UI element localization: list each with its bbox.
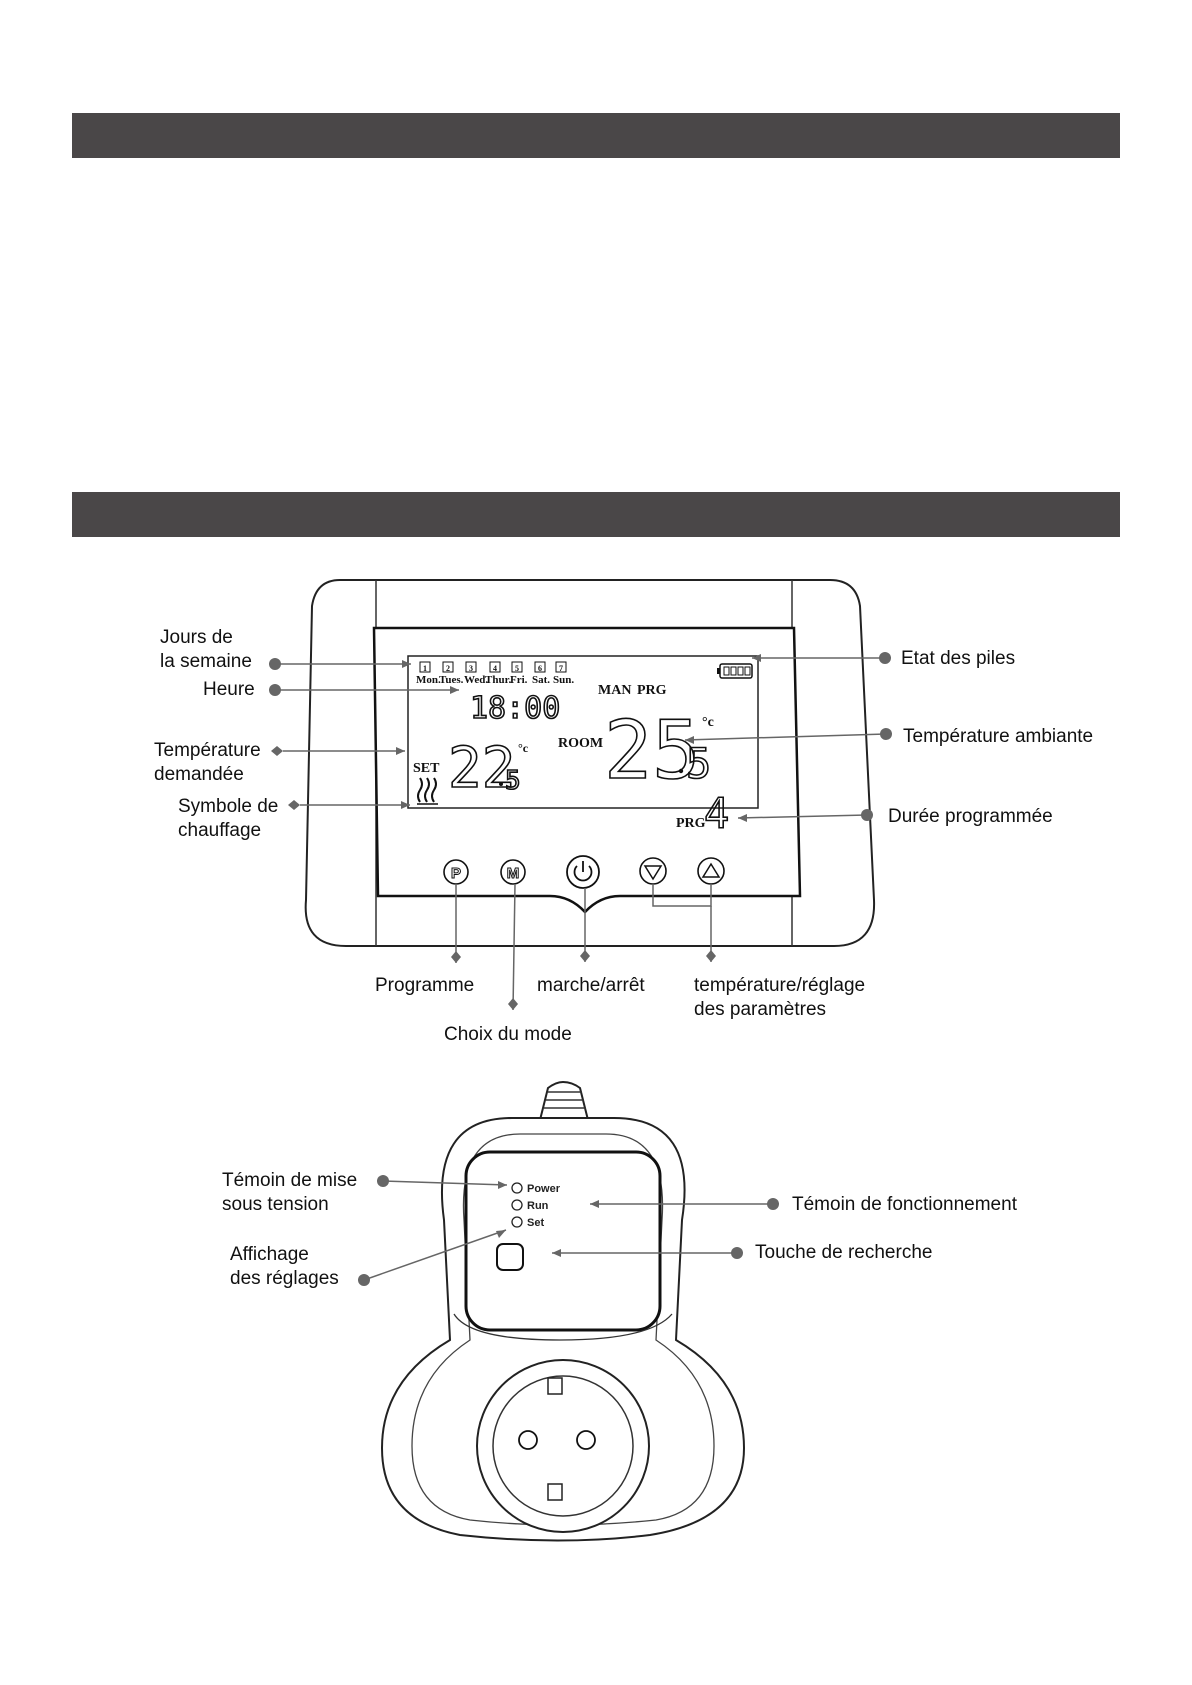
label-settings-display: Affichage des réglages	[230, 1244, 339, 1289]
down-arrow-icon	[643, 865, 663, 881]
label-temperature-parameters: température/réglage des paramètres	[694, 975, 866, 1020]
battery-icon	[717, 663, 753, 679]
day-number-5: 5	[515, 664, 519, 673]
plug-device: Power Run Set	[380, 1080, 746, 1542]
power-icon	[573, 865, 593, 882]
lcd-room-temp-decimal: 5	[686, 739, 711, 788]
label-power-indicator: Témoin de mise sous tension	[222, 1170, 358, 1215]
led-set	[511, 1216, 523, 1228]
label-program: Programme	[375, 975, 475, 996]
label-heating-symbol: Symbole de chauffage	[178, 796, 279, 841]
day-fri: Fri.	[510, 674, 528, 686]
label-on-off: marche/arrêt	[537, 975, 645, 996]
label-search-button: Touche de recherche	[755, 1242, 933, 1263]
program-button-label: P	[451, 865, 461, 882]
day-number-7: 7	[559, 664, 563, 673]
label-clock: Heure	[203, 679, 255, 700]
socket-hole-left	[518, 1430, 538, 1450]
lcd-room-label: ROOM	[558, 736, 603, 751]
day-number-4: 4	[493, 664, 497, 673]
program-button[interactable]: P	[443, 859, 469, 885]
day-mon: Mon.	[416, 674, 441, 686]
mode-button-label: M	[507, 865, 520, 882]
day-sun: Sun.	[553, 674, 574, 686]
mode-button[interactable]: M	[500, 859, 526, 885]
plug-callouts	[358, 1175, 779, 1286]
day-number-1: 1	[423, 664, 427, 673]
label-weekdays: Jours de la semaine	[160, 627, 252, 672]
label-programmed-duration: Durée programmée	[888, 806, 1053, 827]
power-button[interactable]	[566, 855, 600, 889]
section-header-bar-2	[72, 492, 1120, 537]
label-set-temperature: Température demandée	[154, 740, 261, 785]
day-wed: Wed.	[464, 674, 488, 686]
lcd-set-label: SET	[413, 761, 440, 776]
day-number-6: 6	[538, 664, 542, 673]
lcd-clock: 18:00	[470, 691, 560, 726]
label-mode-choice: Choix du mode	[444, 1024, 572, 1045]
led-power	[511, 1182, 523, 1194]
weekday-indicators: 1 2 3 4 5 6 7 Mon. Tues. Wed. Thur. Fri.…	[416, 661, 574, 686]
socket-hole-right	[576, 1430, 596, 1450]
label-run-indicator: Témoin de fonctionnement	[792, 1194, 1017, 1215]
led-run-label: Run	[527, 1200, 549, 1212]
search-button[interactable]	[496, 1243, 524, 1271]
lcd-prg-label: PRG	[676, 816, 706, 831]
led-power-label: Power	[527, 1183, 561, 1195]
day-sat: Sat.	[532, 674, 550, 686]
thermostat-callouts	[269, 652, 892, 1011]
lcd-mode-man: MAN	[598, 683, 631, 698]
label-room-temperature: Température ambiante	[903, 726, 1094, 747]
lcd-mode-prg: PRG	[637, 683, 667, 698]
day-number-3: 3	[469, 664, 473, 673]
down-button[interactable]	[639, 857, 667, 885]
heating-icon	[417, 777, 438, 805]
up-button[interactable]	[697, 857, 725, 885]
label-battery: Etat des piles	[901, 648, 1016, 669]
lcd-set-temp-decimal: 5	[505, 766, 521, 796]
lcd-room-unit: °c	[702, 715, 714, 730]
day-tues: Tues.	[439, 674, 464, 686]
led-run	[511, 1199, 523, 1211]
lcd-set-temp: 22	[448, 736, 515, 801]
led-set-label: Set	[527, 1217, 544, 1229]
plug-cable	[538, 1080, 590, 1121]
lcd-set-unit: °c	[518, 741, 529, 755]
day-thur: Thur.	[485, 674, 511, 686]
plug-panel	[464, 1150, 662, 1332]
socket-inner	[492, 1375, 634, 1517]
lcd-screen	[407, 655, 759, 809]
lcd-prg-value: 4	[704, 789, 729, 838]
lcd-room-temp: 25	[604, 704, 700, 797]
section-header-bar-1	[72, 113, 1120, 158]
day-number-2: 2	[446, 664, 450, 673]
up-arrow-icon	[701, 862, 721, 878]
